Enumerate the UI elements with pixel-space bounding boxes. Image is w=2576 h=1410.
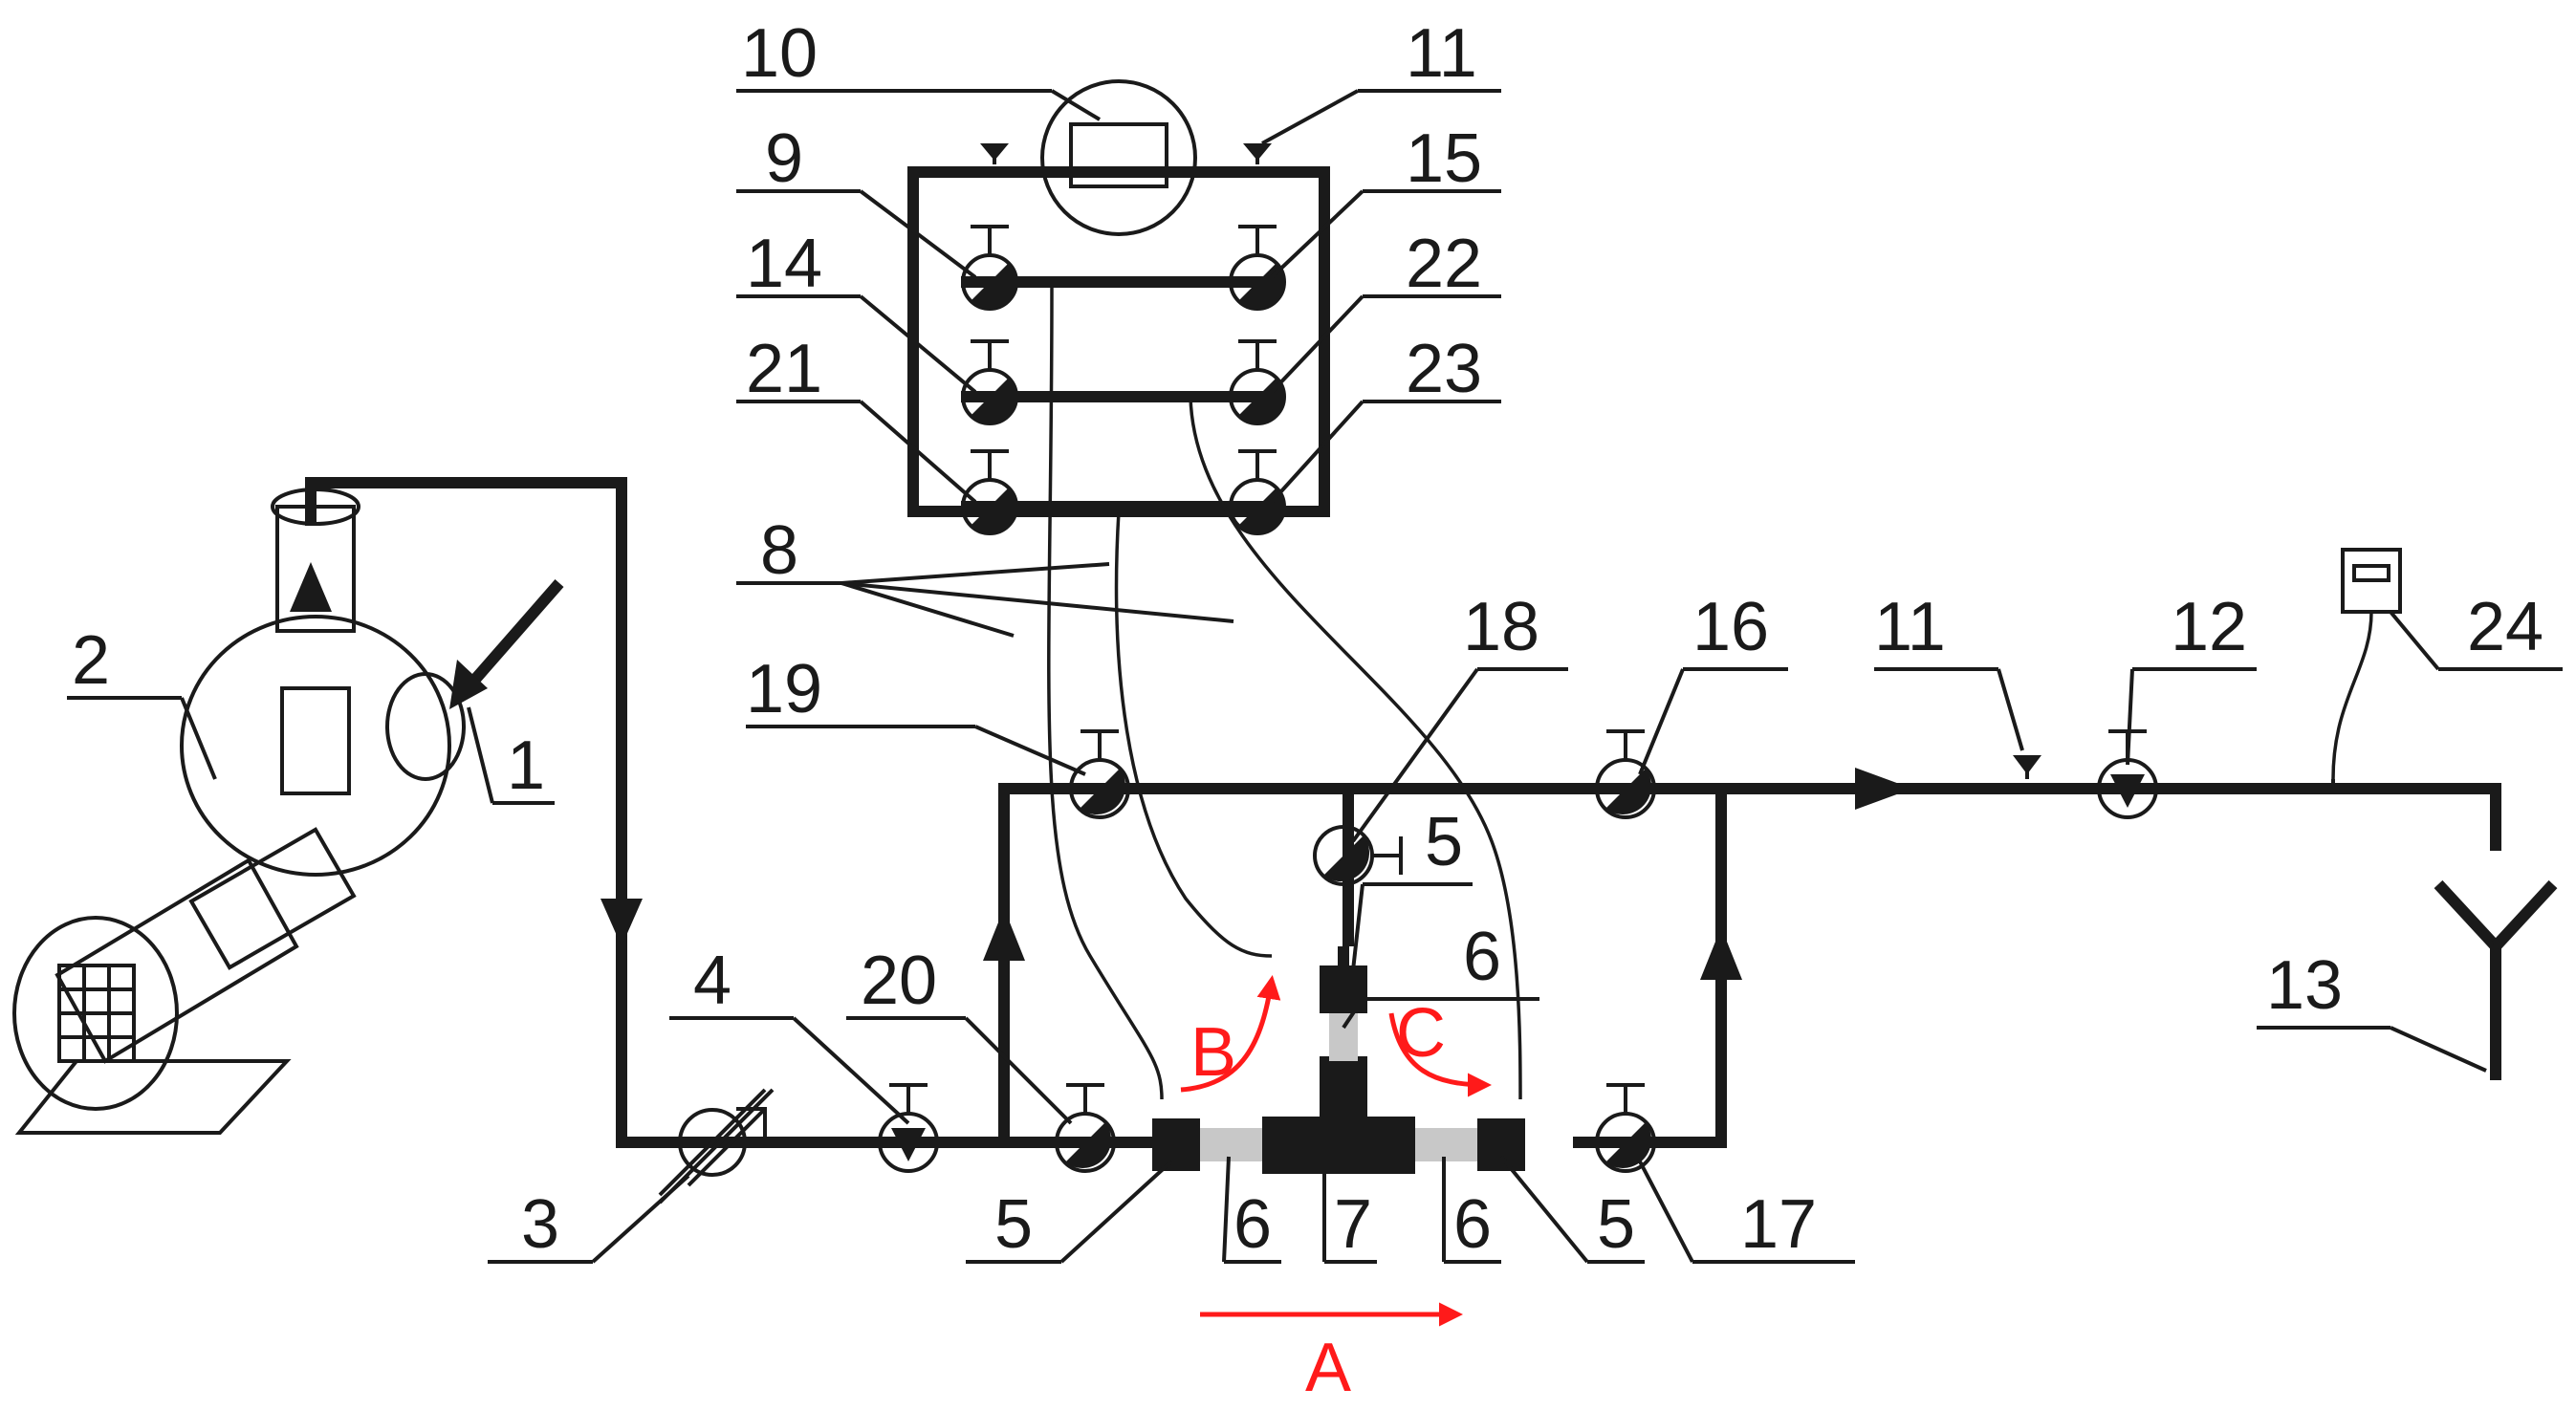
panel-valve-21 <box>961 449 1018 535</box>
impulse-hoses <box>1047 286 1522 1100</box>
check-valve <box>878 1083 939 1173</box>
label-9: 9 <box>765 120 803 197</box>
valve-18 <box>1313 825 1403 886</box>
label-13: 13 <box>2266 947 2343 1024</box>
label-4: 4 <box>693 943 731 1019</box>
gauge-tap-11-lower <box>2013 755 2041 779</box>
label-10: 10 <box>741 15 818 92</box>
label-8: 8 <box>760 512 798 589</box>
label-15: 15 <box>1406 120 1482 197</box>
label-22: 22 <box>1406 226 1482 302</box>
outlet-13 <box>2434 879 2558 1080</box>
label-3: 3 <box>521 1186 559 1263</box>
label-6-left: 6 <box>1233 1186 1272 1263</box>
label-5-top: 5 <box>1425 804 1463 880</box>
label-2: 2 <box>72 622 110 699</box>
label-11-top: 11 <box>1406 15 1477 92</box>
leader-lines <box>67 89 2563 1264</box>
valve-16 <box>1595 729 1656 819</box>
label-11-lower: 11 <box>1874 589 1946 665</box>
inlet-arrow <box>449 579 564 709</box>
label-19: 19 <box>746 651 822 727</box>
panel-valve-14 <box>961 339 1018 425</box>
flow-label-b: B <box>1190 1014 1236 1091</box>
panel-valve-15 <box>1229 225 1286 311</box>
label-5-left: 5 <box>994 1186 1033 1263</box>
label-24: 24 <box>2467 589 2543 665</box>
label-17: 17 <box>1740 1186 1817 1263</box>
flow-label-a: A <box>1305 1330 1351 1406</box>
label-14: 14 <box>746 226 822 302</box>
label-20: 20 <box>861 943 937 1019</box>
flow-arrows <box>1180 975 1492 1327</box>
label-21: 21 <box>746 331 822 407</box>
label-5-right: 5 <box>1597 1186 1635 1263</box>
adjust-arrow-4 <box>687 1107 767 1187</box>
valve-19 <box>1069 729 1130 819</box>
pump-motor-unit <box>12 488 466 1135</box>
label-1: 1 <box>507 727 545 804</box>
panel-valve-9 <box>961 225 1018 311</box>
sensor-24 <box>2331 548 2402 789</box>
label-7: 7 <box>1334 1186 1372 1263</box>
label-6-top: 6 <box>1463 919 1501 995</box>
label-23: 23 <box>1406 331 1482 407</box>
label-16: 16 <box>1692 589 1769 665</box>
flow-label-c: C <box>1396 995 1446 1072</box>
motor-grille <box>57 964 136 1063</box>
valve-17 <box>1595 1083 1656 1173</box>
valve-20 <box>1055 1083 1116 1173</box>
label-6-right: 6 <box>1453 1186 1492 1263</box>
panel-valve-23 <box>1229 449 1286 535</box>
label-18: 18 <box>1463 589 1539 665</box>
label-12: 12 <box>2171 589 2247 665</box>
tee-test-section <box>1152 946 1525 1174</box>
main-pipework <box>290 477 2501 1148</box>
panel-valve-22 <box>1229 339 1286 425</box>
